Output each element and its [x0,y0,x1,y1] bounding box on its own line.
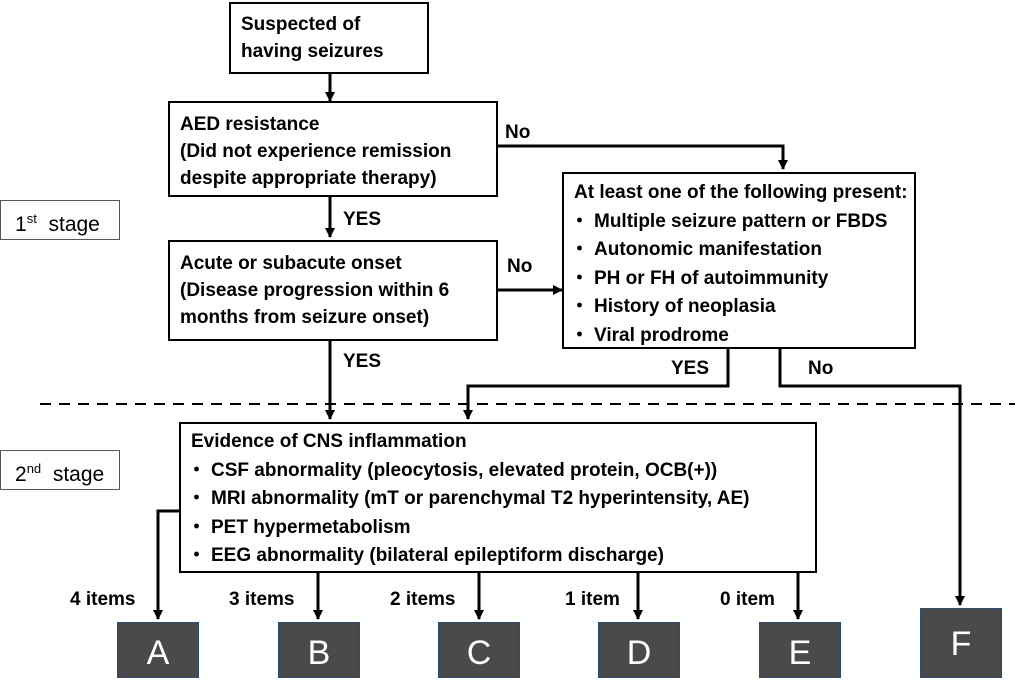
count-label-a: 4 items [70,589,136,610]
cns-item: CSF abnormality (pleocytosis, elevated p… [187,457,815,486]
criteria-item: PH or FH of autoimmunity [570,265,914,294]
outcome-e: E [759,622,841,678]
criteria-item: Viral prodrome [570,322,914,351]
aed-title: AED resistance [180,114,320,135]
count-label-b: 3 items [229,589,295,610]
onset-no-label: No [507,256,533,277]
arrow-to-a [153,509,179,620]
onset-yes-label: YES [343,351,382,372]
arrow-criteria-yes [463,349,730,420]
criteria-box: At least one of the following present: M… [562,172,916,351]
onset-desc: (Disease progression within 6 months fro… [180,280,450,328]
suspected-seizures-box: Suspected of having seizures [229,2,429,74]
arrow-criteria-no [778,349,965,606]
cns-item: EEG abnormality (bilateral epileptiform … [187,542,815,571]
count-label-c: 2 items [390,589,456,610]
criteria-yes-label: YES [671,358,710,379]
second-stage-label: 2nd stage [0,450,120,490]
outcome-d: D [598,622,680,678]
cns-list: CSF abnormality (pleocytosis, elevated p… [187,457,815,571]
count-label-d: 1 item [565,589,620,610]
cns-item: PET hypermetabolism [187,514,815,543]
aed-resistance-box: AED resistance (Did not experience remis… [168,101,498,197]
outcome-a: A [117,622,199,678]
outcome-b: B [278,622,360,678]
criteria-item: Multiple seizure pattern or FBDS [570,208,914,237]
onset-box: Acute or subacute onset (Disease progres… [168,240,498,341]
criteria-item: History of neoplasia [570,293,914,322]
outcome-f: F [920,608,1002,678]
arrow-aed-no [498,144,788,170]
cns-title: Evidence of CNS inflammation [191,431,467,452]
cns-item: MRI abnormality (mT or parenchymal T2 hy… [187,485,815,514]
aed-no-label: No [505,122,531,143]
cns-inflammation-box: Evidence of CNS inflammation CSF abnorma… [179,422,817,573]
aed-desc: (Did not experience remission despite ap… [180,141,452,189]
criteria-no-label: No [808,358,834,379]
criteria-item: Autonomic manifestation [570,236,914,265]
onset-title: Acute or subacute onset [180,253,402,274]
outcome-c: C [438,622,520,678]
criteria-list: Multiple seizure pattern or FBDS Autonom… [570,208,914,351]
count-label-e: 0 item [720,589,775,610]
aed-yes-label: YES [343,209,382,230]
criteria-title: At least one of the following present: [574,182,908,203]
first-stage-label: 1st stage [0,200,120,240]
